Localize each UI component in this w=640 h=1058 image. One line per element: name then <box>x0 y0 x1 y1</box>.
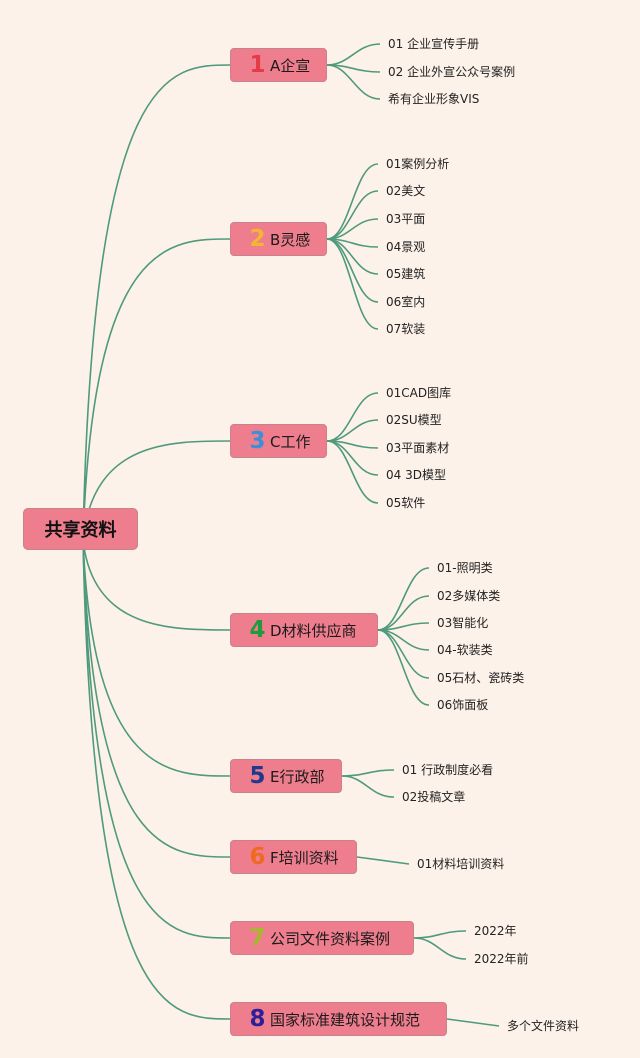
branch-number-1: 1 <box>249 52 266 78</box>
connector-branch-1-leaf-1 <box>326 43 381 66</box>
branch-number-3: 3 <box>249 428 266 454</box>
connector-root-branch-4 <box>82 539 231 631</box>
leaf-item-2-1[interactable]: 01案例分析 <box>386 157 450 171</box>
connector-branch-2-leaf-1 <box>326 163 379 240</box>
leaf-item-2-2[interactable]: 02美文 <box>386 184 426 198</box>
leaf-item-1-2[interactable]: 02 企业外宣公众号案例 <box>388 65 516 79</box>
branch-number-4: 4 <box>249 617 266 643</box>
leaf-item-5-1[interactable]: 01 行政制度必看 <box>402 763 494 777</box>
connector-branch-5-leaf-2 <box>341 775 395 798</box>
branch-number-6: 6 <box>249 844 266 870</box>
connector-branch-8-leaf-1 <box>446 1018 500 1027</box>
leaf-item-3-1[interactable]: 01CAD图库 <box>386 386 452 400</box>
branch-label-1: A企宣 <box>270 56 311 75</box>
leaf-item-1-3[interactable]: 希有企业形象VIS <box>388 92 480 106</box>
branch-number-8: 8 <box>249 1006 266 1032</box>
branch-label-4: D材料供应商 <box>270 621 357 640</box>
leaf-item-2-6[interactable]: 06室内 <box>386 295 426 309</box>
connector-root-branch-6 <box>82 539 231 858</box>
connector-branch-4-leaf-6 <box>377 629 430 706</box>
connector-root-branch-2 <box>82 238 231 541</box>
leaf-item-4-1[interactable]: 01-照明类 <box>437 561 493 575</box>
leaf-item-4-2[interactable]: 02多媒体类 <box>437 589 501 603</box>
branch-label-5: E行政部 <box>270 767 325 786</box>
leaf-item-3-4[interactable]: 04 3D模型 <box>386 468 446 482</box>
leaf-item-7-1[interactable]: 2022年 <box>474 924 517 938</box>
connector-branch-4-leaf-1 <box>377 567 430 631</box>
leaf-item-4-3[interactable]: 03智能化 <box>437 616 489 630</box>
leaf-item-6-1[interactable]: 01材料培训资料 <box>417 857 505 871</box>
branch-number-2: 2 <box>249 226 266 252</box>
branch-label-8: 国家标准建筑设计规范 <box>270 1010 421 1029</box>
leaf-item-3-3[interactable]: 03平面素材 <box>386 441 450 455</box>
leaf-item-3-2[interactable]: 02SU模型 <box>386 413 442 427</box>
leaf-item-4-6[interactable]: 06饰面板 <box>437 698 489 712</box>
connector-branch-7-leaf-1 <box>413 930 467 939</box>
branch-number-5: 5 <box>249 763 266 789</box>
leaf-item-7-2[interactable]: 2022年前 <box>474 952 529 966</box>
connector-branch-3-leaf-4 <box>326 440 379 476</box>
leaf-item-3-5[interactable]: 05软件 <box>386 496 426 510</box>
branch-number-7: 7 <box>249 925 266 951</box>
branch-label-6: F培训资料 <box>270 848 339 867</box>
connector-branch-3-leaf-1 <box>326 392 379 442</box>
connector-branch-2-leaf-7 <box>326 238 379 330</box>
connector-root-branch-7 <box>82 539 231 939</box>
connector-root-branch-3 <box>82 440 231 541</box>
connector-branch-4-leaf-2 <box>377 595 430 631</box>
connector-branch-1-leaf-3 <box>326 64 381 100</box>
root-label: 共享资料 <box>44 520 117 541</box>
branch-label-3: C工作 <box>270 432 311 451</box>
connector-branch-6-leaf-1 <box>356 856 410 865</box>
connector-branch-5-leaf-1 <box>341 769 395 777</box>
connector-root-branch-1 <box>82 64 231 541</box>
connector-branch-2-leaf-6 <box>326 238 379 303</box>
connector-branch-3-leaf-2 <box>326 419 379 442</box>
connector-root-branch-8 <box>82 539 231 1020</box>
leaf-item-8-1[interactable]: 多个文件资料 <box>507 1019 580 1033</box>
connector-root-branch-5 <box>82 539 231 777</box>
leaf-item-2-4[interactable]: 04景观 <box>386 240 426 254</box>
connector-branch-2-leaf-5 <box>326 238 379 275</box>
leaf-item-2-3[interactable]: 03平面 <box>386 212 426 226</box>
connector-branch-2-leaf-3 <box>326 218 379 240</box>
branch-label-2: B灵感 <box>270 230 311 249</box>
root-node[interactable]: 共享资料 <box>23 508 138 550</box>
leaf-item-4-5[interactable]: 05石材、瓷砖类 <box>437 671 525 685</box>
leaf-item-2-7[interactable]: 07软装 <box>386 322 426 336</box>
leaf-item-5-2[interactable]: 02投稿文章 <box>402 790 466 804</box>
branch-label-7: 公司文件资料案例 <box>270 929 391 948</box>
connector-branch-3-leaf-5 <box>326 440 379 504</box>
leaf-item-4-4[interactable]: 04-软装类 <box>437 643 493 657</box>
connector-branch-7-leaf-2 <box>413 937 467 960</box>
leaf-item-1-1[interactable]: 01 企业宣传手册 <box>388 37 480 51</box>
leaf-item-2-5[interactable]: 05建筑 <box>386 267 426 281</box>
